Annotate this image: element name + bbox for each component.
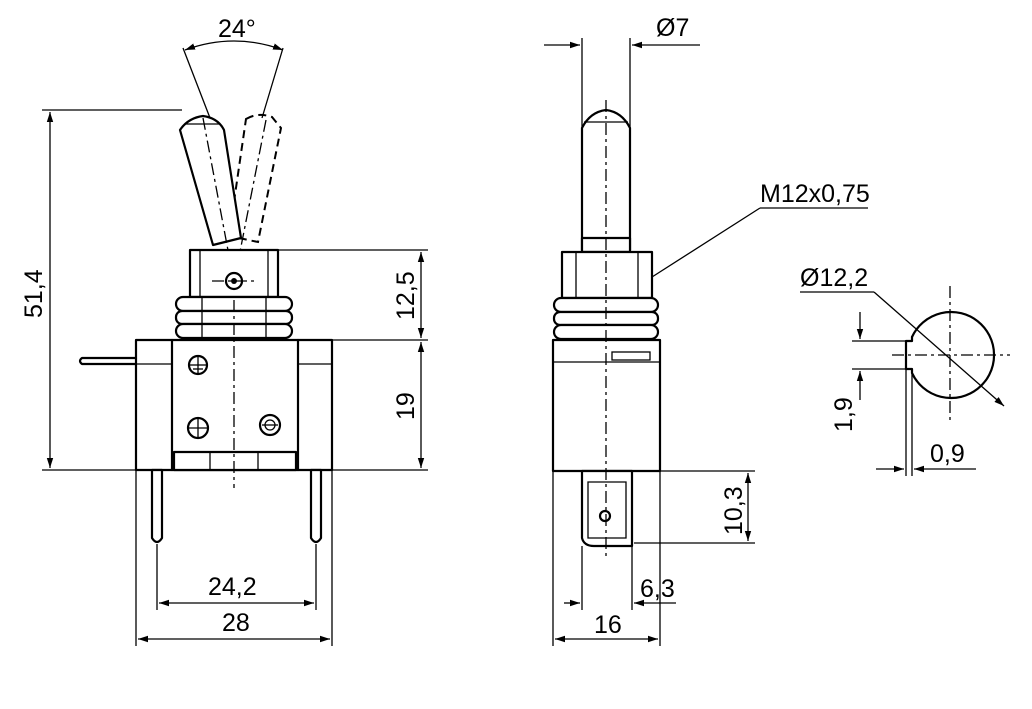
side-tab: [78, 356, 138, 366]
pin-spacing-label: 24,2: [208, 573, 257, 601]
terminal: [580, 469, 634, 548]
pins: [150, 468, 323, 544]
key-depth-label: 0,9: [930, 440, 965, 468]
lever-alternate-position: [227, 113, 283, 283]
bushing-height-dimension: 12,5 19: [278, 249, 428, 471]
angle-dimension: 24°: [182, 15, 284, 119]
depth-dimensions: 6,3 16: [552, 471, 676, 646]
terminal-length-label: 10,3: [720, 486, 748, 535]
front-view: 24°: [20, 15, 428, 646]
screw-icon: [186, 416, 210, 440]
hole-diameter-dimension: Ø12,2: [800, 264, 1005, 407]
body-height-label: 19: [392, 392, 420, 420]
terminal-length-dimension: 10,3: [634, 470, 755, 544]
thread-label: M12x0,75: [760, 180, 870, 208]
panel-cutout-view: Ø12,2 1,9 0,9: [800, 264, 1010, 476]
key-height-dimension: 1,9: [830, 312, 906, 432]
hole-diameter-label: Ø12,2: [800, 264, 868, 292]
width-dimensions: 24,2 28: [135, 470, 333, 646]
switch-body: [134, 300, 334, 488]
body-width-label: 28: [222, 609, 250, 637]
bushing-side: [560, 250, 654, 300]
side-view: Ø7 M12x0,75 10,3 6,3 16: [544, 14, 870, 646]
angle-label: 24°: [218, 15, 256, 43]
height-dimension: 51,4: [20, 109, 182, 471]
bushing-height-label: 12,5: [392, 271, 420, 320]
lever-diameter-dimension: Ø7: [544, 14, 700, 128]
key-depth-dimension: 0,9: [876, 369, 976, 476]
key-height-label: 1,9: [830, 397, 858, 432]
terminal-width-label: 6,3: [640, 575, 675, 603]
body-depth-label: 16: [594, 611, 622, 639]
lever-diameter-label: Ø7: [656, 14, 689, 42]
bushing: [188, 248, 280, 299]
lamp-icon: [258, 413, 282, 437]
thread-callout: M12x0,75: [651, 180, 870, 278]
height-total-label: 51,4: [20, 269, 48, 318]
screw-icon: [187, 354, 209, 376]
